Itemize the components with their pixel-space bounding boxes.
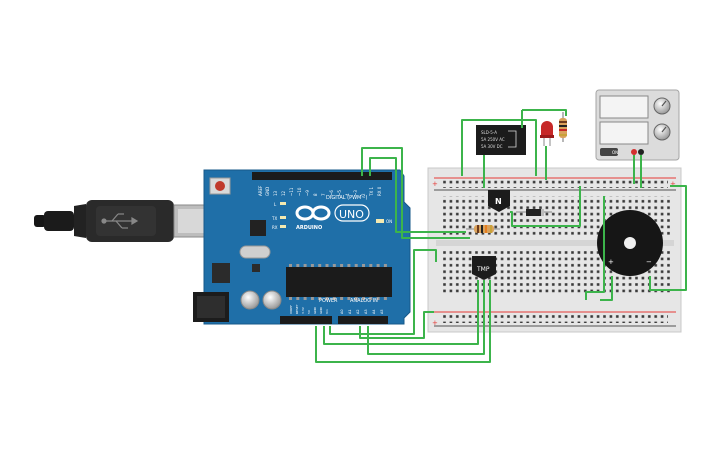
digital-header-label: DIGITAL (PWM~): [326, 195, 368, 201]
sensor-label: TMP: [476, 266, 490, 273]
power-switch[interactable]: [600, 148, 618, 156]
crystal-oscillator: [239, 245, 271, 259]
power-jack[interactable]: [193, 292, 229, 322]
wire-relay-led[interactable]: [522, 109, 567, 116]
temperature-sensor[interactable]: TMP: [472, 256, 496, 280]
tx-label: TX: [271, 216, 277, 221]
buzzer-minus-label: −: [646, 258, 652, 266]
pin-label: ~9: [305, 190, 310, 196]
pin-label: A5: [380, 309, 384, 314]
pin-label: 13: [273, 190, 278, 196]
pin-label: GND: [313, 306, 317, 314]
power-header[interactable]: [280, 316, 332, 324]
pin-label: ~3: [353, 190, 358, 196]
wire-collector[interactable]: [510, 186, 581, 227]
analog-header[interactable]: [338, 316, 388, 324]
pin-label: RX 0: [377, 186, 382, 196]
pin-label: A2: [356, 309, 360, 314]
wire-signal-transistor[interactable]: [361, 147, 470, 239]
on-label: ON: [386, 219, 392, 224]
pin-label: A3: [364, 309, 368, 314]
reset-button[interactable]: [209, 177, 231, 195]
pin-label: A1: [348, 309, 352, 314]
l-led: [280, 202, 286, 205]
power-header-label: POWER: [319, 298, 338, 304]
piezo-buzzer[interactable]: + −: [597, 210, 663, 276]
jumper-wires[interactable]: [315, 109, 687, 363]
pin-label: A4: [372, 309, 376, 314]
analog-header-label: ANALOG IN: [350, 298, 378, 304]
pin-label: 4: [345, 193, 350, 196]
wire-5v[interactable]: [329, 249, 437, 335]
pin-label: 7: [321, 193, 326, 196]
pin-label: 8: [313, 193, 318, 196]
pin-label: 12: [281, 190, 286, 196]
resistor[interactable]: [466, 225, 500, 233]
capacitor: [262, 290, 282, 310]
current-display: [599, 121, 649, 145]
pin-label: ~10: [297, 187, 302, 196]
capacitor: [240, 290, 260, 310]
wire-tmp-power[interactable]: [323, 280, 479, 345]
pin-label: GND: [319, 306, 323, 314]
pin-label: 3.3V: [301, 306, 305, 314]
arduino-logo-text: ARDUINO: [296, 225, 322, 231]
usb-cable[interactable]: [34, 200, 211, 242]
wire-tmp-ground[interactable]: [315, 280, 491, 363]
wire-tmp-signal[interactable]: [367, 280, 485, 355]
l-label: L: [274, 202, 277, 207]
pin-label: AREF: [258, 185, 263, 196]
rail-plus-label: +: [432, 180, 438, 188]
pin-label: 5V: [307, 309, 311, 314]
relay-text-3: 5A 30V DC: [481, 144, 503, 149]
pin-label: RESET: [295, 304, 299, 314]
uno-label: UNO: [339, 208, 364, 221]
negative-terminal[interactable]: [638, 149, 644, 155]
rail-plus-label: +: [670, 180, 676, 188]
pin-label: ~5: [337, 190, 342, 196]
transistor-label: N: [495, 197, 502, 206]
usb-chip: [250, 220, 266, 236]
pin-label: GND: [265, 187, 270, 196]
rx-led: [280, 225, 286, 228]
npn-transistor[interactable]: N: [488, 190, 510, 212]
pin-label: ~6: [329, 190, 334, 196]
wire-buzzer-positive[interactable]: [600, 276, 613, 301]
pin-label: TX 1: [369, 187, 374, 197]
pin-label: IOREF: [289, 305, 293, 314]
diode[interactable]: [516, 209, 552, 216]
pin-label: 2: [361, 193, 366, 196]
relay-text-2: 5A 250V AC: [481, 137, 505, 142]
positive-terminal[interactable]: [631, 149, 637, 155]
pin-label: A0: [340, 309, 344, 314]
wire-buzzer-ground[interactable]: [649, 185, 687, 291]
relay[interactable]: SLD-5-A 5A 250V AC 5A 30V DC: [476, 125, 526, 155]
wire-digital[interactable]: [369, 157, 466, 233]
digital-header[interactable]: [252, 172, 392, 180]
relay-text-1: SLD-5-A: [481, 130, 497, 135]
dc-power-supply[interactable]: ON: [595, 89, 680, 161]
on-led: [376, 219, 384, 223]
atmega-chip: [286, 267, 392, 297]
pin-label: ~11: [289, 187, 294, 196]
wire-relay-coil[interactable]: [461, 119, 537, 176]
pin-label: Vin: [325, 309, 329, 314]
rx-label: RX: [272, 225, 278, 230]
red-led[interactable]: [540, 121, 554, 146]
usb-icon: [101, 213, 139, 229]
rail-plus-label: +: [432, 319, 438, 327]
tx-led: [280, 216, 286, 219]
arduino-logo-icon: [295, 205, 331, 221]
voltage-display: [599, 95, 649, 119]
resistor[interactable]: [559, 112, 567, 142]
voltage-regulator: [212, 263, 230, 283]
power-switch-label: ON: [612, 150, 618, 155]
buzzer-plus-label: +: [608, 258, 614, 266]
